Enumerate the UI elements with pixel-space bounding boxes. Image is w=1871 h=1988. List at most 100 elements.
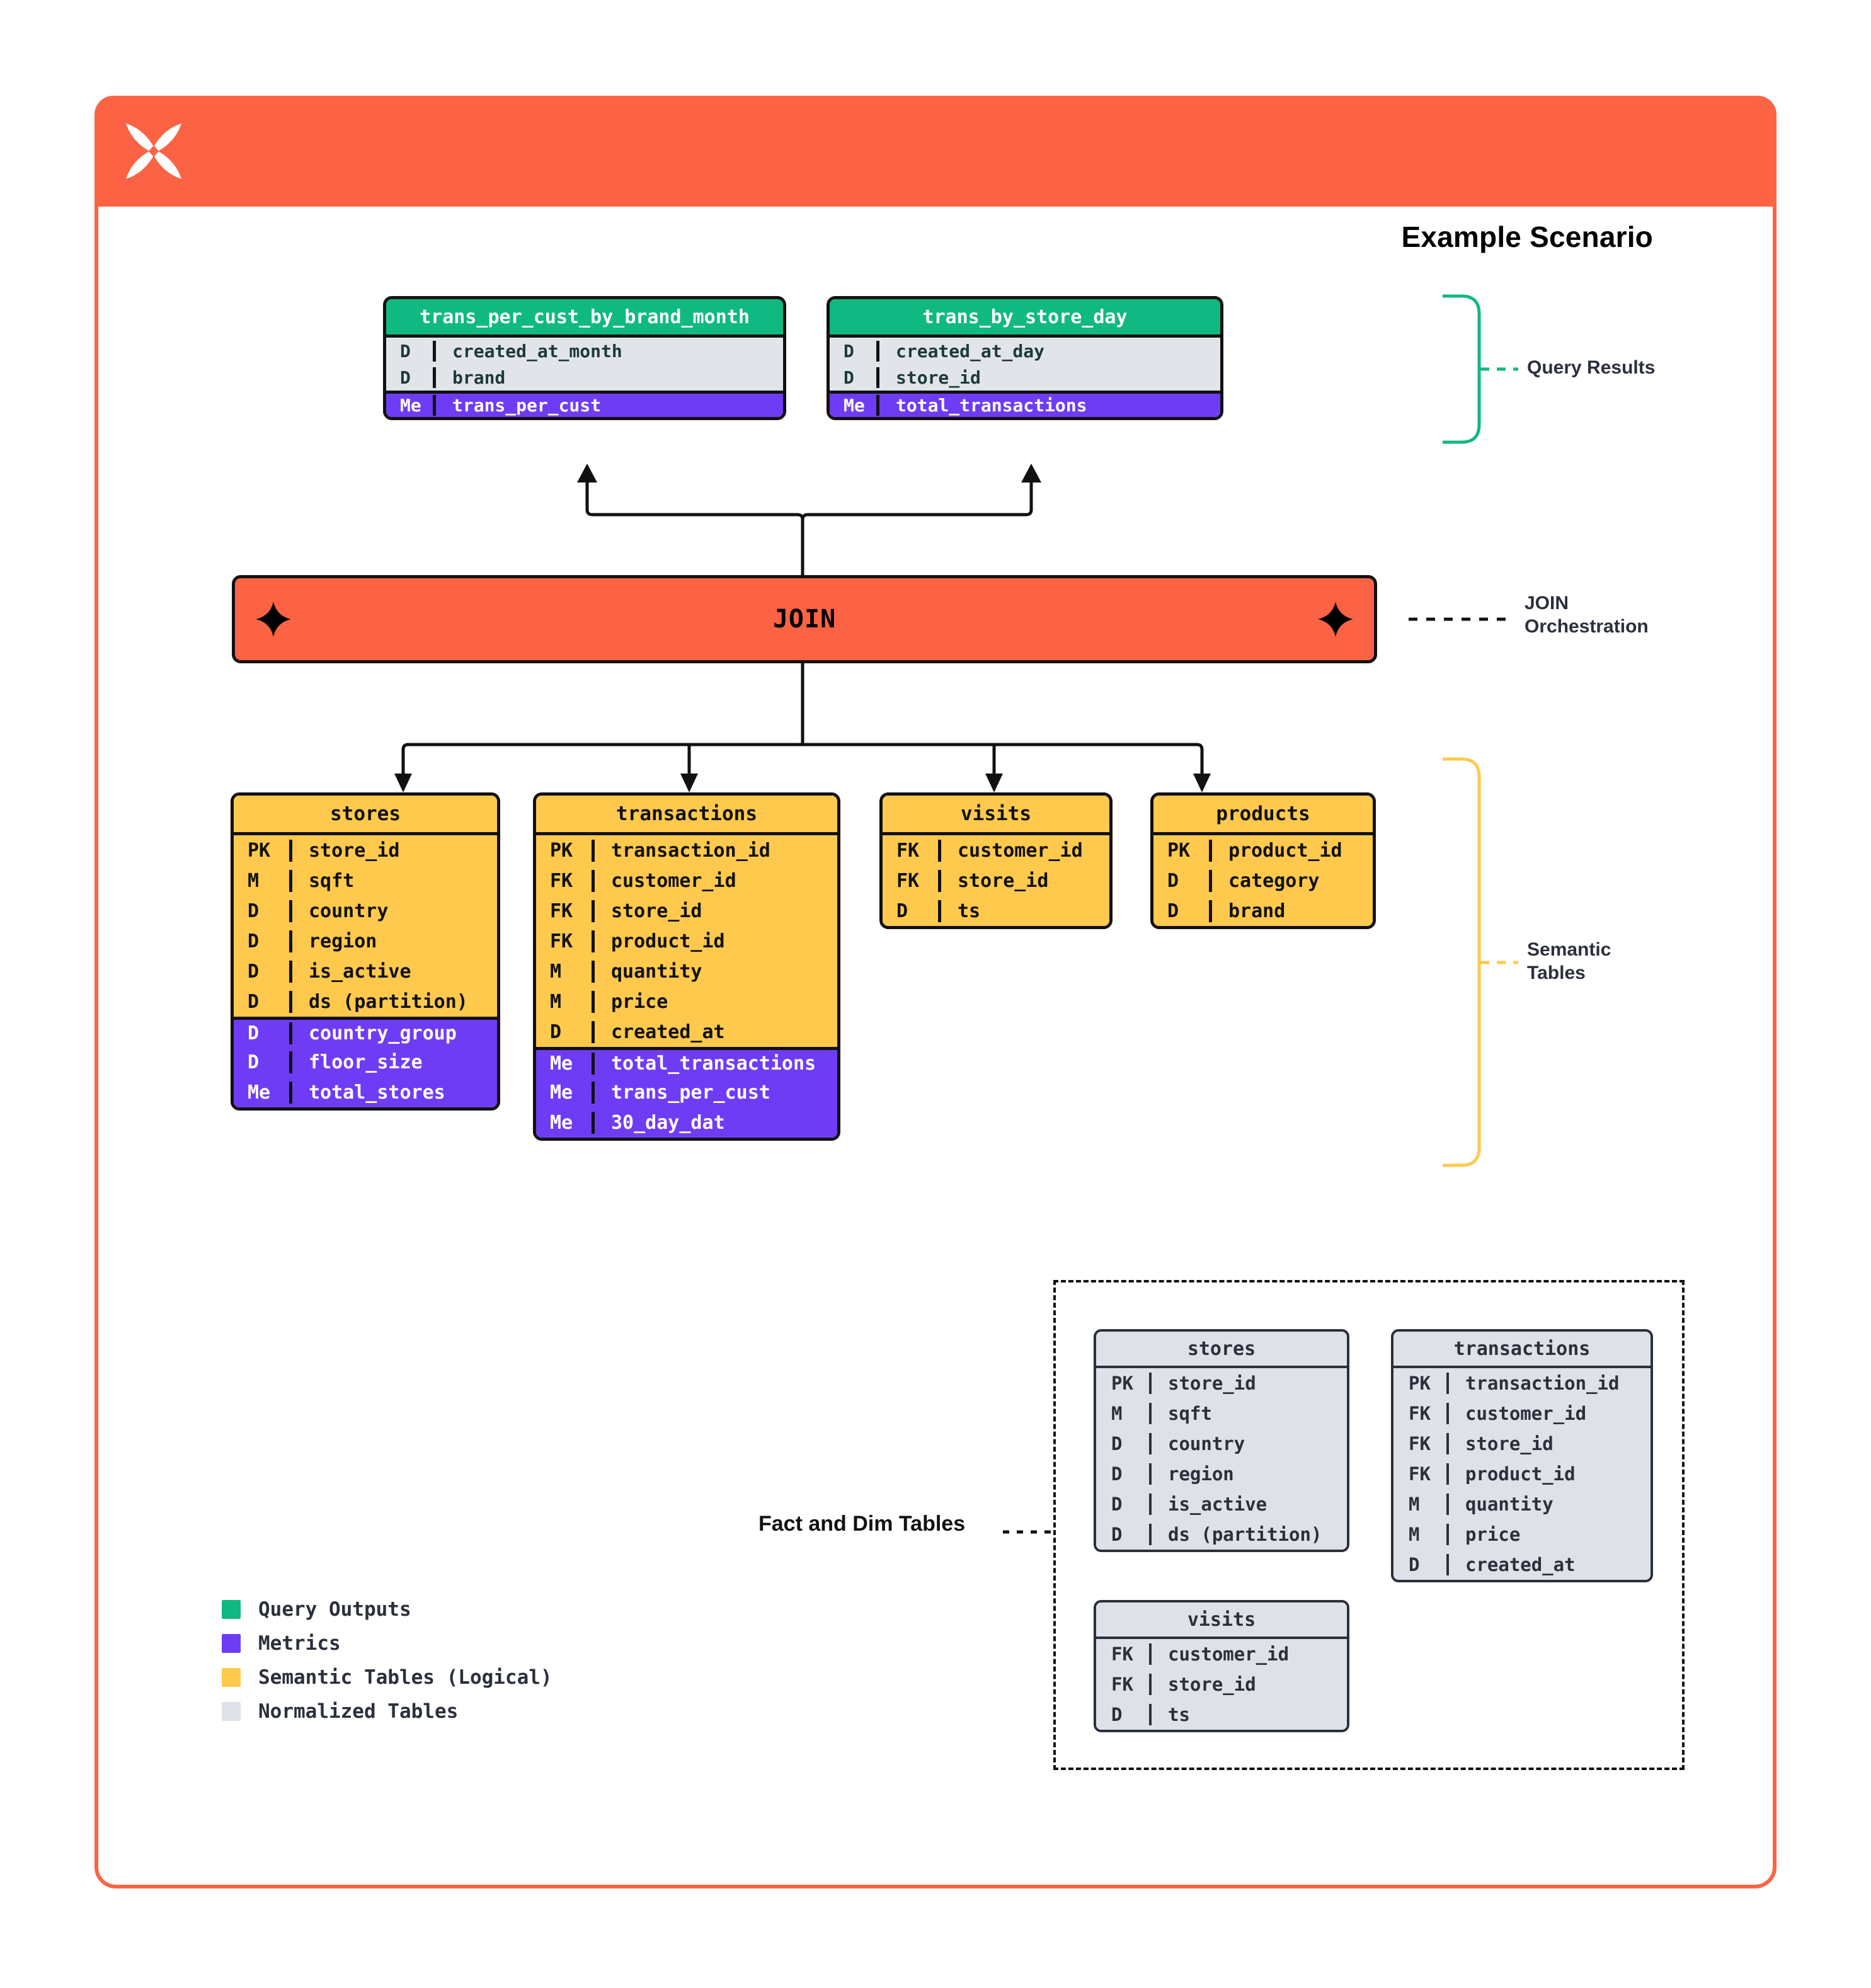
- annotation-label: Fact and Dim Tables: [758, 1512, 966, 1536]
- table-title: trans_per_cust_by_brand_month: [386, 299, 783, 334]
- legend-label: Normalized Tables: [258, 1700, 459, 1723]
- row-field: customer_id: [1149, 1643, 1347, 1665]
- row-key: D: [248, 900, 260, 922]
- row-field: store_id: [876, 367, 1220, 388]
- table-title: products: [1153, 796, 1373, 832]
- row-field: country: [1149, 1433, 1347, 1454]
- row-field: store_id: [1149, 1674, 1347, 1695]
- row-key: M: [1409, 1494, 1420, 1515]
- table-row: Me total_transactions: [830, 391, 1220, 417]
- row-field: transaction_id: [592, 839, 837, 862]
- row-key: D: [896, 900, 908, 922]
- legend-label: Metrics: [258, 1632, 341, 1655]
- annotation-label-line2: Tables: [1527, 962, 1586, 983]
- row-key: PK: [1111, 1373, 1133, 1394]
- query-result-table-1[interactable]: trans_by_store_day D created_at_day D st…: [827, 296, 1223, 420]
- table-rows: D created_at_day D store_id Me total_tra…: [830, 334, 1220, 417]
- row-field: sqft: [1149, 1403, 1347, 1424]
- row-key: PK: [248, 839, 271, 862]
- row-field: price: [1446, 1524, 1651, 1545]
- row-key: PK: [550, 839, 573, 862]
- annotation-semantic-tables: Semantic Tables: [1527, 939, 1611, 985]
- row-field: total_transactions: [592, 1053, 837, 1075]
- row-field: product_id: [592, 930, 837, 952]
- row-field: sqft: [289, 869, 497, 892]
- row-field: ds (partition): [1149, 1524, 1347, 1545]
- table-row: D created_at_day: [830, 338, 1220, 364]
- row-field: store_id: [592, 900, 837, 922]
- annotation-label-line1: Semantic: [1527, 939, 1611, 960]
- row-field: country_group: [289, 1022, 497, 1044]
- legend-label: Query Outputs: [258, 1598, 411, 1621]
- legend: Query Outputs Metrics Semantic Tables (L…: [222, 1592, 552, 1728]
- row-key: D: [844, 340, 854, 362]
- table-row: PK store_id: [1096, 1368, 1347, 1398]
- row-field: total_transactions: [876, 395, 1220, 416]
- row-key: D: [1167, 900, 1179, 922]
- row-key: M: [550, 990, 562, 1013]
- row-key: D: [1167, 869, 1179, 892]
- legend-swatch-query-outputs: [222, 1600, 241, 1619]
- annotation-label-line1: JOIN: [1525, 593, 1569, 614]
- table-row: Me trans_per_cust: [386, 391, 783, 417]
- row-key: FK: [896, 839, 920, 862]
- table-row: PK transaction_id: [536, 835, 837, 865]
- row-key: FK: [1409, 1403, 1431, 1424]
- table-title: visits: [1096, 1602, 1347, 1637]
- annotation-fact-and-dim: Fact and Dim Tables: [758, 1512, 965, 1536]
- legend-label: Semantic Tables (Logical): [258, 1666, 552, 1689]
- table-row: Me total_transactions: [536, 1047, 837, 1077]
- table-row: D store_id: [830, 364, 1220, 391]
- row-key: D: [400, 367, 411, 388]
- join-orchestration-bar[interactable]: JOIN: [232, 575, 1377, 663]
- row-field: region: [289, 930, 497, 952]
- query-result-table-0[interactable]: trans_per_cust_by_brand_month D created_…: [383, 296, 786, 420]
- row-field: customer_id: [1446, 1403, 1651, 1424]
- row-key: Me: [550, 1081, 573, 1104]
- row-key: FK: [1409, 1433, 1431, 1454]
- row-key: PK: [1409, 1373, 1431, 1394]
- row-key: Me: [248, 1081, 271, 1104]
- row-field: created_at: [592, 1020, 837, 1043]
- legend-item: Query Outputs: [222, 1592, 552, 1626]
- row-key: FK: [896, 869, 920, 892]
- row-field: total_stores: [289, 1081, 497, 1104]
- table-title: transactions: [536, 796, 837, 832]
- table-title: visits: [883, 796, 1109, 832]
- row-key: Me: [844, 395, 865, 416]
- row-key: D: [844, 367, 854, 388]
- row-key: D: [248, 930, 260, 952]
- row-key: Me: [550, 1053, 573, 1075]
- row-field: quantity: [1446, 1494, 1651, 1515]
- row-field: store_id: [1149, 1373, 1347, 1394]
